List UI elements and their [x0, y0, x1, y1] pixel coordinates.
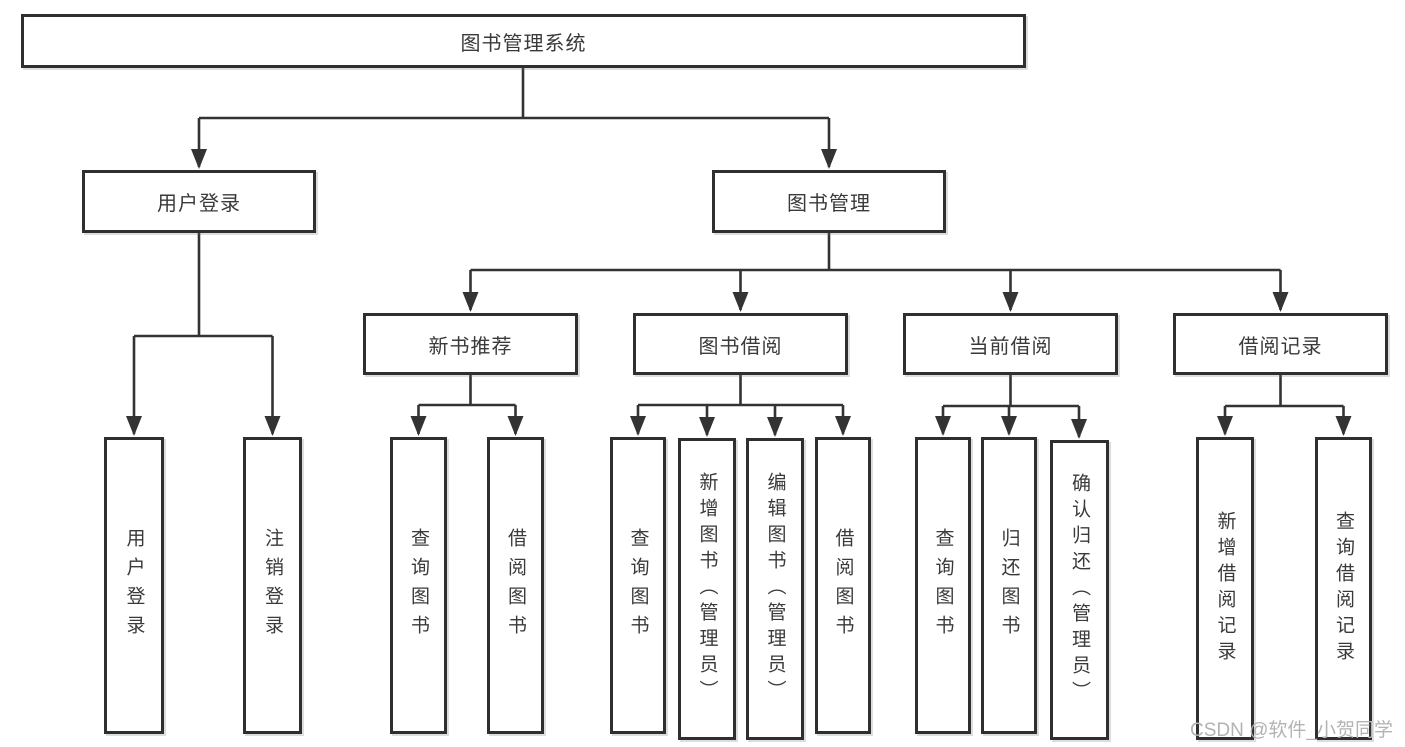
node-user-login-label: 用户登录 — [157, 193, 241, 215]
csdn-watermark: CSDN @软件_小贺同学 — [1190, 720, 1393, 741]
node-new-book-recommend: 新书推荐 — [363, 313, 578, 375]
leaf-confirm-return-admin-label: 确认归还（管理员） — [1069, 473, 1090, 707]
leaf-borrow-books-recommend-label: 借阅图书 — [505, 527, 526, 644]
node-new-book-recommend-label: 新书推荐 — [428, 335, 513, 358]
leaf-borrow-books-label: 借阅图书 — [832, 527, 854, 644]
leaf-edit-book-admin: 编辑图书（管理员） — [746, 438, 804, 740]
leaf-borrow-books-recommend: 借阅图书 — [487, 437, 544, 734]
leaf-borrow-books: 借阅图书 — [815, 437, 871, 734]
leaf-return-books: 归还图书 — [981, 437, 1037, 734]
node-book-management: 图书管理 — [712, 170, 946, 233]
leaf-query-books-current: 查询图书 — [915, 437, 971, 734]
leaf-query-books-recommend-label: 查询图书 — [408, 527, 429, 644]
leaf-logout-login-label: 注销登录 — [262, 527, 283, 644]
leaf-query-books-recommend: 查询图书 — [390, 437, 447, 734]
node-book-management-label: 图书管理 — [787, 193, 871, 215]
node-root: 图书管理系统 — [21, 14, 1026, 68]
leaf-edit-book-admin-label: 编辑图书（管理员） — [764, 472, 786, 706]
leaf-query-books-current-label: 查询图书 — [932, 527, 954, 644]
leaf-logout-login: 注销登录 — [243, 437, 302, 734]
leaf-query-borrow-record: 查询借阅记录 — [1315, 437, 1372, 740]
leaf-user-login-label: 用户登录 — [123, 527, 145, 644]
leaf-add-borrow-record: 新增借阅记录 — [1196, 437, 1254, 740]
node-book-borrow-label: 图书借阅 — [698, 335, 783, 358]
leaf-query-books-borrow-label: 查询图书 — [627, 527, 649, 644]
leaf-return-books-label: 归还图书 — [998, 527, 1020, 644]
node-current-borrow: 当前借阅 — [903, 313, 1118, 375]
node-current-borrow-label: 当前借阅 — [968, 335, 1053, 358]
node-borrow-records-label: 借阅记录 — [1238, 335, 1323, 358]
node-user-login: 用户登录 — [82, 170, 316, 233]
node-book-borrow: 图书借阅 — [633, 313, 848, 375]
leaf-query-books-borrow: 查询图书 — [610, 437, 666, 734]
leaf-add-borrow-record-label: 新增借阅记录 — [1214, 510, 1236, 667]
node-root-label: 图书管理系统 — [460, 32, 587, 55]
node-borrow-records: 借阅记录 — [1173, 313, 1388, 375]
leaf-add-book-admin-label: 新增图书（管理员） — [696, 472, 718, 706]
leaf-add-book-admin: 新增图书（管理员） — [678, 438, 736, 740]
leaf-user-login: 用户登录 — [104, 437, 164, 734]
leaf-confirm-return-admin: 确认归还（管理员） — [1050, 440, 1109, 740]
leaf-query-borrow-record-label: 查询借阅记录 — [1333, 510, 1354, 667]
